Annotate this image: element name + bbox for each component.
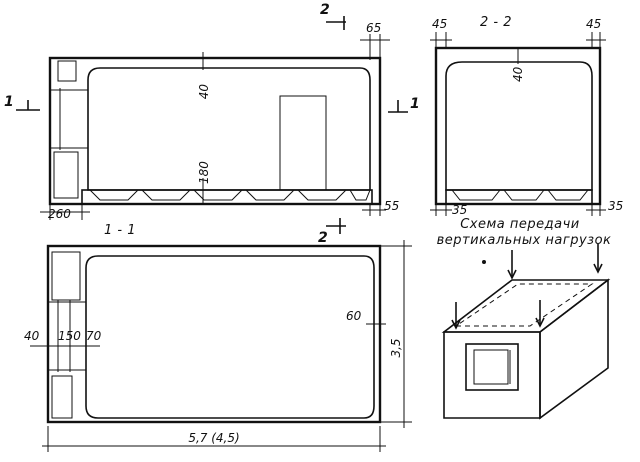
dim-70: 70 — [86, 329, 102, 343]
wall-hatch-top — [57, 60, 77, 82]
dim-180-slab: 180 — [197, 161, 211, 184]
door-opening — [279, 95, 327, 191]
plan-outer-wall — [46, 244, 382, 424]
load-arrows — [451, 244, 603, 330]
dim-40-plan: 40 — [24, 329, 40, 343]
box-top-face — [441, 279, 611, 333]
dim-5-7: 5,7 (4,5) — [188, 431, 239, 445]
dim-45-left: 45 — [432, 17, 447, 31]
scheme-title-line2: вертикальных нагрузок — [437, 233, 612, 248]
ribbed-floor-slab — [81, 189, 373, 205]
dim-45-right: 45 — [586, 17, 601, 31]
section-2-2-slab — [445, 189, 593, 205]
dim-55: 55 — [384, 199, 399, 213]
window-pane — [473, 349, 509, 385]
dim-3-5: 3,5 — [389, 338, 403, 357]
window-frame — [465, 343, 519, 391]
dim-150: 150 — [58, 329, 81, 343]
box-front-face — [443, 331, 541, 419]
load-path-dashed — [454, 283, 594, 327]
scheme-title-line1: Схема передачи — [460, 217, 580, 232]
box-side-face — [539, 278, 609, 420]
dim-40-section-2-2: 40 — [511, 66, 525, 82]
section-2-2-view: 2 - 2 45 45 40 35 35 — [430, 15, 623, 217]
section-1-1-inner-contour — [87, 67, 371, 191]
dim-260: 260 — [48, 207, 71, 221]
plan-hatch-bottom — [51, 375, 73, 419]
dim-35-right: 35 — [608, 199, 623, 213]
section-mark-2-top: 2 — [320, 2, 330, 18]
section-mark-1-right: 1 — [410, 96, 420, 112]
plan-hatch-top — [51, 251, 81, 301]
section-2-2-inner-contour — [445, 61, 593, 191]
section-1-1-view: 40 180 260 65 55 1 1 2 — [4, 2, 420, 221]
section-mark-2-bottom: 2 — [318, 230, 328, 246]
plan-view: 3,5 60 40 150 70 5,7 (4,5) — [24, 240, 412, 452]
section-2-2-title: 2 - 2 — [480, 15, 512, 30]
load-transfer-scheme: Схема передачи вертикальных нагрузок — [437, 217, 612, 420]
ink-dot — [482, 260, 486, 264]
wall-hatch-bottom — [53, 151, 79, 199]
dim-35-left: 35 — [452, 203, 467, 217]
dim-65: 65 — [366, 21, 381, 35]
section-mark-1-left: 1 — [4, 94, 14, 110]
plan-inner-contour — [85, 255, 375, 419]
section-1-1-outer-wall — [48, 56, 382, 206]
section-mark-2-bottom-group: 2 1 - 1 — [104, 218, 346, 246]
dim-40-wall: 40 — [197, 84, 211, 100]
dim-60: 60 — [346, 309, 362, 323]
section-1-1-title: 1 - 1 — [104, 223, 136, 238]
